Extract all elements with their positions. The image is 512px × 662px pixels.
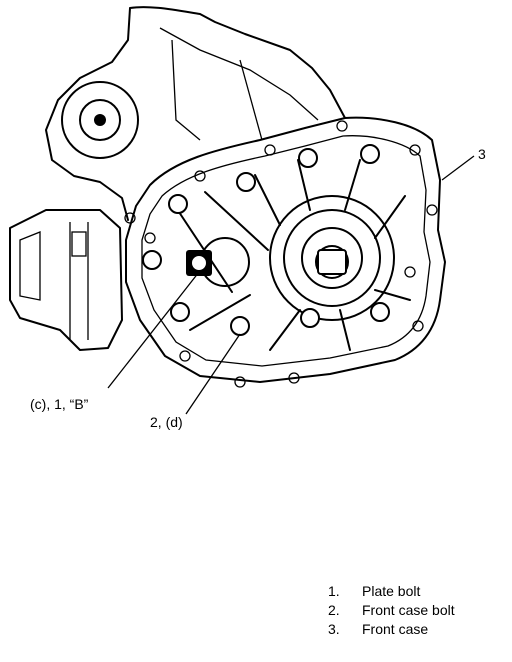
front-case-bolts	[142, 144, 390, 336]
case-rib	[204, 191, 269, 251]
housing-rib	[171, 39, 201, 141]
case-bolt	[142, 250, 162, 270]
flange-hole	[194, 170, 206, 182]
case-rib	[254, 174, 281, 226]
callout-front-case-bolt: 2, (d)	[150, 414, 183, 430]
legend-text: Front case	[362, 621, 429, 637]
housing-rib	[159, 27, 319, 121]
case-rib	[374, 195, 406, 239]
bearing-ring	[283, 209, 381, 307]
legend-text: Front case bolt	[362, 602, 455, 618]
front-case-flange	[141, 135, 431, 367]
legend-number: 3.	[328, 621, 340, 637]
case-bolt	[360, 144, 380, 164]
case-rib	[339, 309, 351, 351]
legend-item: 2. Front case bolt	[328, 601, 455, 620]
pulley	[61, 81, 139, 159]
parts-legend: 1. Plate bolt 2. Front case bolt 3. Fron…	[328, 582, 455, 639]
actuator-detail	[69, 222, 89, 340]
flange-hole	[179, 350, 191, 362]
housing-outline	[45, 6, 346, 221]
case-rib	[374, 289, 411, 301]
legend-number: 2.	[328, 602, 340, 618]
case-rib	[174, 205, 233, 293]
actuator-detail	[19, 231, 41, 301]
front-case-outline	[125, 116, 446, 383]
shaft-nut	[317, 249, 347, 275]
flange-hole	[288, 372, 300, 384]
flange-hole	[124, 212, 136, 224]
flange-holes	[124, 120, 438, 388]
flange-hole	[426, 204, 438, 216]
legend-text: Plate bolt	[362, 583, 421, 599]
flange-hole	[144, 232, 156, 244]
case-rib	[269, 309, 301, 351]
case-rib	[344, 159, 361, 211]
bearing-inner	[301, 227, 363, 289]
legend-item: 3. Front case	[328, 620, 455, 639]
actuator-block	[71, 231, 87, 257]
case-bolt	[370, 302, 390, 322]
case-bolt	[170, 302, 190, 322]
leader-3	[441, 155, 475, 181]
flange-hole	[264, 144, 276, 156]
callout-plate-bolt: (c), 1, “B”	[30, 396, 89, 412]
case-bolt	[298, 148, 318, 168]
flange-hole	[234, 376, 246, 388]
case-bolt	[236, 172, 256, 192]
callout-front-case: 3	[478, 146, 486, 162]
pulley-center	[94, 114, 106, 126]
flange-hole	[404, 266, 416, 278]
leader-2	[185, 333, 241, 415]
legend-item: 1. Plate bolt	[328, 582, 455, 601]
side-actuator	[9, 209, 123, 351]
output-shaft	[315, 245, 349, 279]
bearing-outer	[269, 195, 395, 321]
housing-rib	[239, 59, 263, 141]
pulley-hub	[79, 99, 121, 141]
flange-hole	[336, 120, 348, 132]
plate-bolt	[190, 254, 208, 272]
flange-hole	[412, 320, 424, 332]
case-rib	[189, 294, 251, 331]
legend-number: 1.	[328, 583, 340, 599]
case-bolt	[300, 308, 320, 328]
flange-hole	[409, 144, 421, 156]
leader-1	[107, 271, 200, 389]
case-bolt	[168, 194, 188, 214]
case-bolt	[230, 316, 250, 336]
